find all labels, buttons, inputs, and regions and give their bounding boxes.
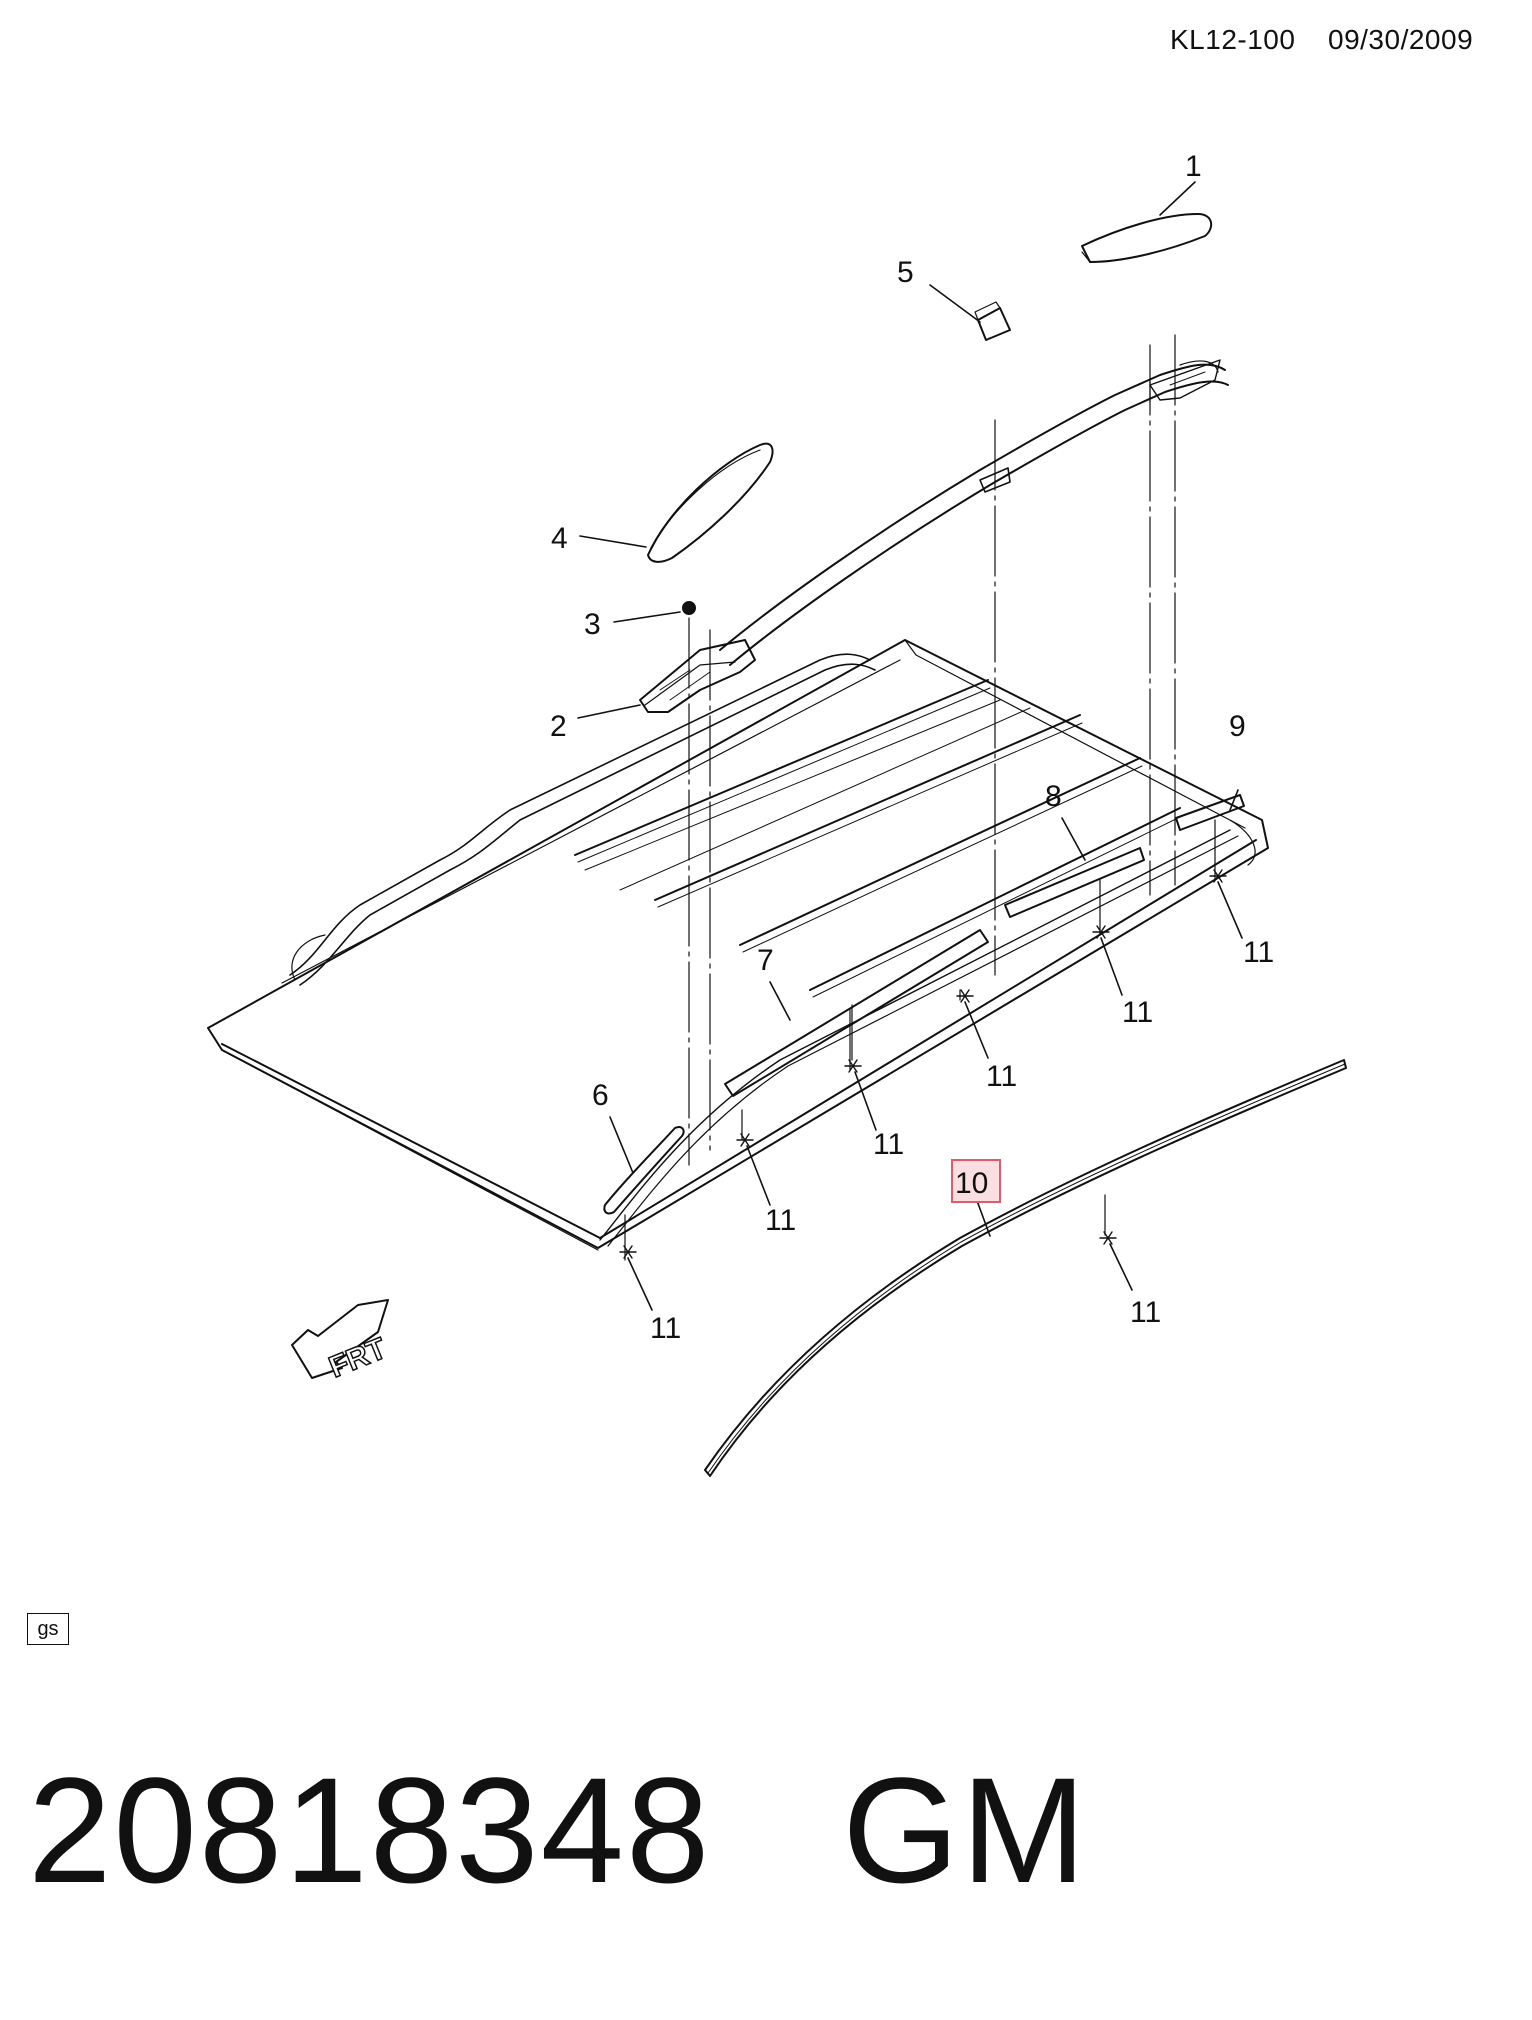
front-rail-base <box>639 639 756 713</box>
callout-10: 10 <box>955 1167 988 1200</box>
molding-mid-front <box>724 929 989 1097</box>
part-number: 20818348 <box>28 1746 712 1914</box>
long-roof-molding <box>704 1059 1347 1477</box>
frt-label: FRT <box>325 1332 391 1384</box>
callout-11-b: 11 <box>765 1204 796 1237</box>
diagram-date: 09/30/2009 <box>1328 24 1474 55</box>
center-clip <box>974 301 1011 341</box>
callout-8: 8 <box>1045 780 1062 813</box>
callout-11-f: 11 <box>1243 936 1274 969</box>
callout-10-highlight <box>951 1159 1001 1203</box>
callout-11-c: 11 <box>873 1128 904 1161</box>
roof-rail <box>719 360 1229 666</box>
callout-7: 7 <box>757 944 774 977</box>
callout-1: 1 <box>1185 150 1202 183</box>
callout-9: 9 <box>1229 710 1246 743</box>
front-direction-arrow <box>291 1299 389 1379</box>
roof-panel <box>207 639 1269 1251</box>
callout-11-g: 11 <box>1130 1296 1161 1329</box>
callout-5: 5 <box>897 256 914 289</box>
rear-end-cap <box>1081 213 1213 263</box>
callout-4: 4 <box>551 522 568 555</box>
rail-center-clip <box>979 467 1011 493</box>
diagram-code: KL12-100 <box>1170 24 1296 55</box>
callout-11-a: 11 <box>650 1312 681 1345</box>
brand-name: GM <box>842 1746 1089 1914</box>
leader-lines <box>577 181 1243 1311</box>
callout-6: 6 <box>592 1079 609 1112</box>
callout-3: 3 <box>584 608 601 641</box>
part-number-line: 20818348 GM <box>28 1755 1088 1905</box>
molding-front <box>603 1126 685 1215</box>
rear-rail-base <box>1149 359 1221 401</box>
roof-rack-exploded-diagram: 1 2 3 4 5 6 7 8 9 10 11 11 11 11 11 11 1… <box>207 150 1347 1477</box>
molding-mid-rear <box>1004 847 1145 918</box>
callout-2: 2 <box>550 710 567 743</box>
molding-rear <box>1175 794 1245 831</box>
gs-tag: gs <box>27 1613 69 1645</box>
callout-11-e: 11 <box>1122 996 1153 1029</box>
front-end-cap <box>647 442 774 563</box>
fastener-symbols <box>619 869 1227 1259</box>
callout-11-d: 11 <box>986 1060 1017 1093</box>
alignment-lines <box>624 334 1216 1261</box>
screw <box>682 601 696 615</box>
